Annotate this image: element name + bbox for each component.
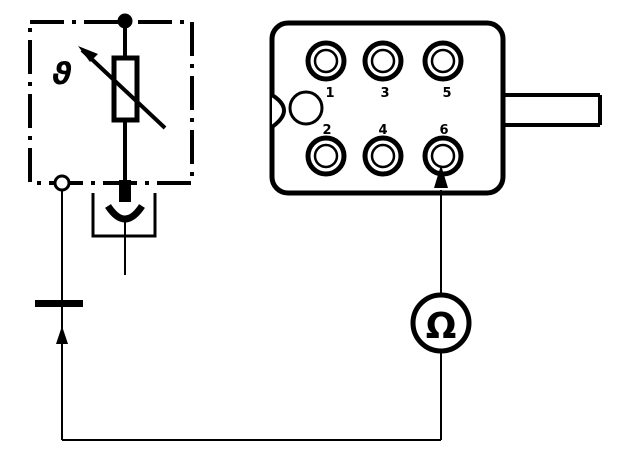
connector-pin-1	[305, 40, 347, 82]
connector-pin-4	[362, 135, 404, 177]
sensor-housing	[28, 20, 194, 185]
connector-pin-3	[362, 40, 404, 82]
probe-to-pin-6	[434, 165, 448, 296]
pin-label-4: 4	[378, 123, 387, 138]
pin-label-3: 3	[380, 86, 389, 101]
connector-pin-6	[422, 135, 464, 177]
pin-label-5: 5	[442, 86, 451, 101]
ohmmeter-symbol: Ω	[426, 306, 457, 347]
connector-pin-5	[422, 40, 464, 82]
ohmmeter-icon	[410, 292, 472, 354]
variable-resistor-icon	[78, 46, 167, 130]
connector-pin-2	[305, 135, 347, 177]
battery-icon	[35, 300, 83, 440]
pin-label-2: 2	[322, 123, 331, 138]
pin-label-6: 6	[439, 123, 448, 138]
sensor-theta-symbol: ϑ	[52, 57, 72, 92]
ground-stud	[119, 180, 131, 202]
ground-bushing-icon	[91, 193, 157, 275]
sensor-terminal	[53, 174, 71, 192]
pin-label-1: 1	[325, 86, 334, 101]
